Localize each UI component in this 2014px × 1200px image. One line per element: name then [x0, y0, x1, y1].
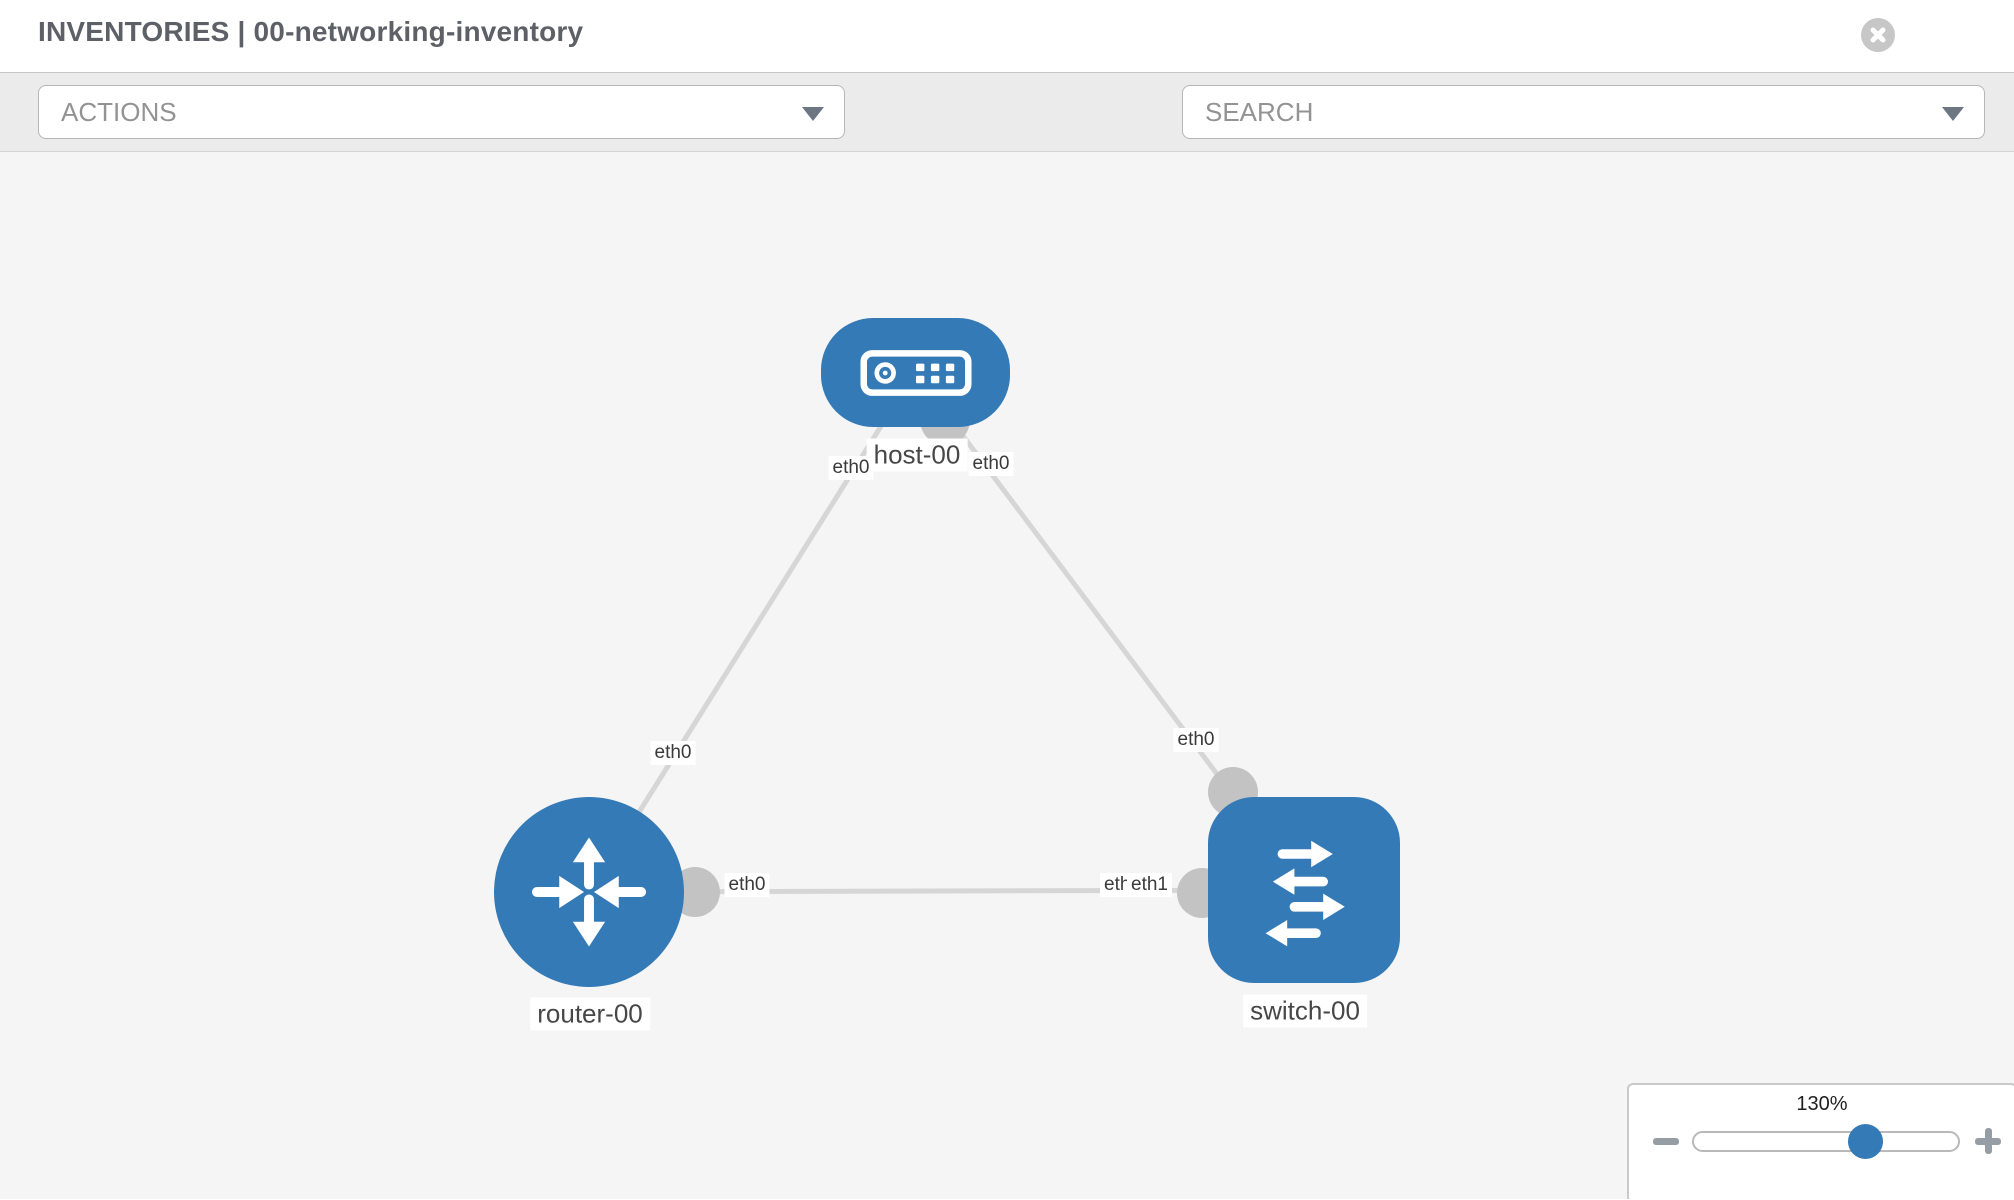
close-icon	[1870, 27, 1886, 43]
node-label-host-00: host-00	[866, 438, 968, 472]
page-title-separator: |	[237, 16, 246, 47]
if-label-switch-eth0-to-host: eth0	[1173, 728, 1219, 752]
zoom-slider-track[interactable]	[1692, 1131, 1960, 1152]
if-label-host-eth0-to-router: eth0	[828, 456, 874, 480]
actions-dropdown-label: ACTIONS	[61, 96, 177, 127]
zoom-in-button[interactable]	[1975, 1128, 2001, 1154]
topology-canvas[interactable]: host-00 router-00 switch-00 eth0 eth0 et…	[0, 152, 2014, 1199]
node-label-router-00: router-00	[530, 997, 650, 1031]
host-icon	[859, 349, 972, 396]
topology-edges-layer	[586, 370, 1306, 918]
chevron-down-icon	[802, 107, 824, 121]
page-title: INVENTORIES | 00-networking-inventory	[38, 16, 583, 48]
search-dropdown[interactable]: SEARCH	[1182, 85, 1985, 139]
if-label-host-eth0-to-switch: eth0	[968, 452, 1014, 476]
node-router-00[interactable]	[494, 797, 684, 987]
chevron-down-icon	[1942, 107, 1964, 121]
if-label-router-eth0-to-switch: eth0	[724, 873, 770, 897]
toolbar: ACTIONS SEARCH	[0, 72, 2014, 203]
router-icon	[531, 837, 647, 947]
header: INVENTORIES | 00-networking-inventory	[0, 0, 2014, 72]
close-button[interactable]	[1861, 18, 1895, 52]
actions-dropdown[interactable]: ACTIONS	[38, 85, 845, 139]
switch-icon	[1265, 840, 1345, 947]
search-dropdown-label: SEARCH	[1205, 96, 1314, 127]
if-label-switch-eth1-to-router: eth1	[1127, 873, 1172, 897]
if-label-router-eth0-to-host: eth0	[650, 741, 696, 765]
node-label-switch-00: switch-00	[1243, 994, 1367, 1028]
zoom-slider-thumb[interactable]	[1848, 1124, 1883, 1159]
zoom-panel: 130%	[1627, 1083, 2014, 1199]
inventory-name: 00-networking-inventory	[253, 16, 584, 47]
node-host-00[interactable]	[821, 318, 1010, 427]
zoom-out-button[interactable]	[1653, 1138, 1679, 1145]
zoom-level: 130%	[1796, 1093, 1848, 1115]
page-title-section: INVENTORIES	[38, 16, 230, 47]
node-switch-00[interactable]	[1208, 797, 1400, 983]
